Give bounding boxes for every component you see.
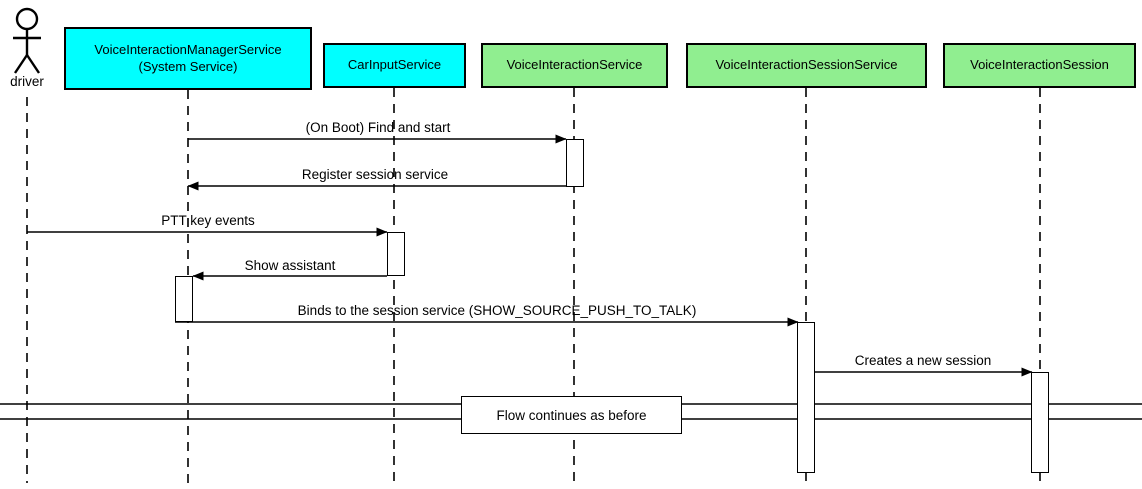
actor-stick-figure xyxy=(13,7,41,74)
activation-bar-session xyxy=(1031,372,1049,473)
message-arrows-group xyxy=(27,134,1033,377)
activation-bar-carinput xyxy=(387,232,405,276)
participant-box-session: VoiceInteractionSession xyxy=(943,43,1136,88)
message-label-m2: Register session service xyxy=(301,167,449,182)
message-label-m3: PTT key events xyxy=(161,213,255,228)
divider-note-box: Flow continues as before xyxy=(461,396,682,434)
participant-box-vims: VoiceInteractionManagerService (System S… xyxy=(64,27,312,90)
participant-box-viss: VoiceInteractionSessionService xyxy=(686,43,927,88)
participant-box-vis: VoiceInteractionService xyxy=(481,43,668,88)
activation-bar-vis xyxy=(566,139,584,187)
participant-box-carinput: CarInputService xyxy=(323,43,466,88)
activation-bar-viss xyxy=(797,322,815,473)
activation-bar-vims xyxy=(175,276,193,322)
message-label-m4: Show assistant xyxy=(244,258,336,273)
message-label-m6: Creates a new session xyxy=(854,353,992,368)
message-label-m1: (On Boot) Find and start xyxy=(305,120,451,135)
message-label-m5: Binds to the session service (SHOW_SOURC… xyxy=(297,303,697,318)
actor-label: driver xyxy=(10,74,44,89)
